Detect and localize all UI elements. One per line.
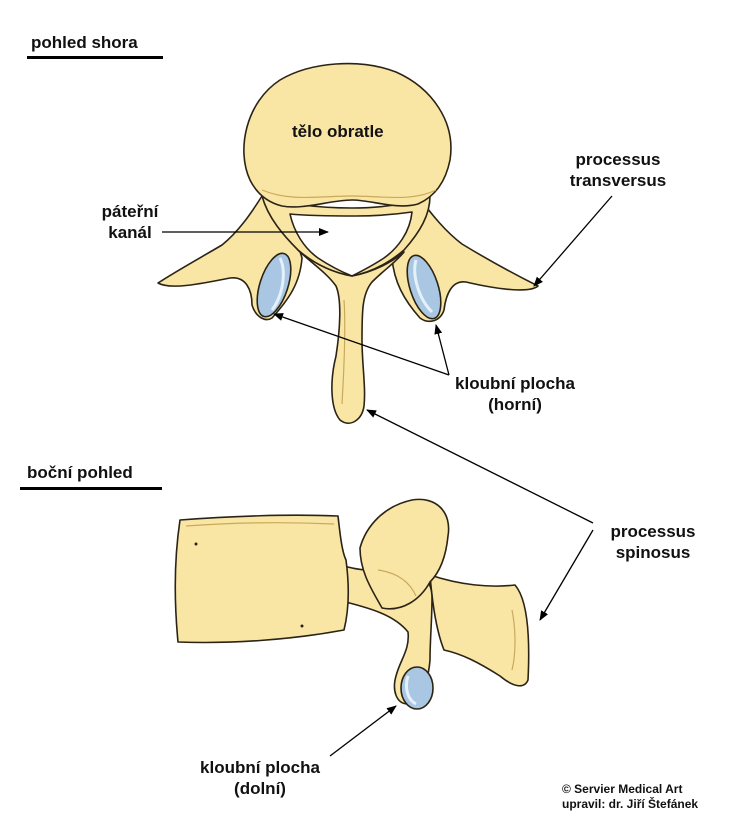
label-facet-lower: kloubní plocha (dolní) xyxy=(188,757,332,799)
label-canal-line2: kanál xyxy=(108,223,152,242)
spinous-process-top xyxy=(297,249,405,424)
label-facet-upper-line2: (horní) xyxy=(488,395,542,414)
vertebral-body-top xyxy=(243,62,452,208)
label-canal: páteřní kanál xyxy=(88,201,172,243)
superior-articular-process xyxy=(359,498,450,610)
side-view-title: boční pohled xyxy=(27,463,133,482)
label-transverse-line1: processus xyxy=(575,150,661,169)
label-facet-upper: kloubní plocha (horní) xyxy=(450,373,580,415)
arrow-spinous-side xyxy=(539,529,594,621)
label-transverse: processus transversus xyxy=(560,149,676,191)
vertebra-top-view xyxy=(157,62,539,424)
top-view-title-underline xyxy=(27,56,163,59)
arrow-facet-lower xyxy=(329,705,397,757)
label-transverse-line2: transversus xyxy=(569,171,667,190)
credit-line2: upravil: dr. Jiří Štefánek xyxy=(562,797,699,811)
label-spinous: processus spinosus xyxy=(595,521,711,563)
arrow-facet-upper-left xyxy=(273,313,450,376)
label-spinous-line1: processus xyxy=(610,522,696,541)
label-spinous-line2: spinosus xyxy=(615,543,691,562)
label-facet-lower-line1: kloubní plocha xyxy=(200,758,320,777)
arrow-transverse xyxy=(533,195,613,287)
credit-line1: © Servier Medical Art xyxy=(562,782,683,796)
vertebral-body-side xyxy=(174,514,349,644)
label-canal-line1: páteřní xyxy=(101,202,159,221)
leader-lines xyxy=(162,195,613,757)
label-facet-lower-line2: (dolní) xyxy=(234,779,286,798)
arrow-facet-upper-right xyxy=(434,324,450,376)
label-facet-upper-line1: kloubní plocha xyxy=(455,374,575,393)
side-view-title-underline xyxy=(20,487,162,490)
spinous-process-side xyxy=(429,574,530,687)
label-body: tělo obratle xyxy=(292,122,384,141)
top-view-title: pohled shora xyxy=(31,33,138,52)
vertebra-side-view xyxy=(174,498,530,710)
arrow-spinous-top xyxy=(366,409,594,524)
